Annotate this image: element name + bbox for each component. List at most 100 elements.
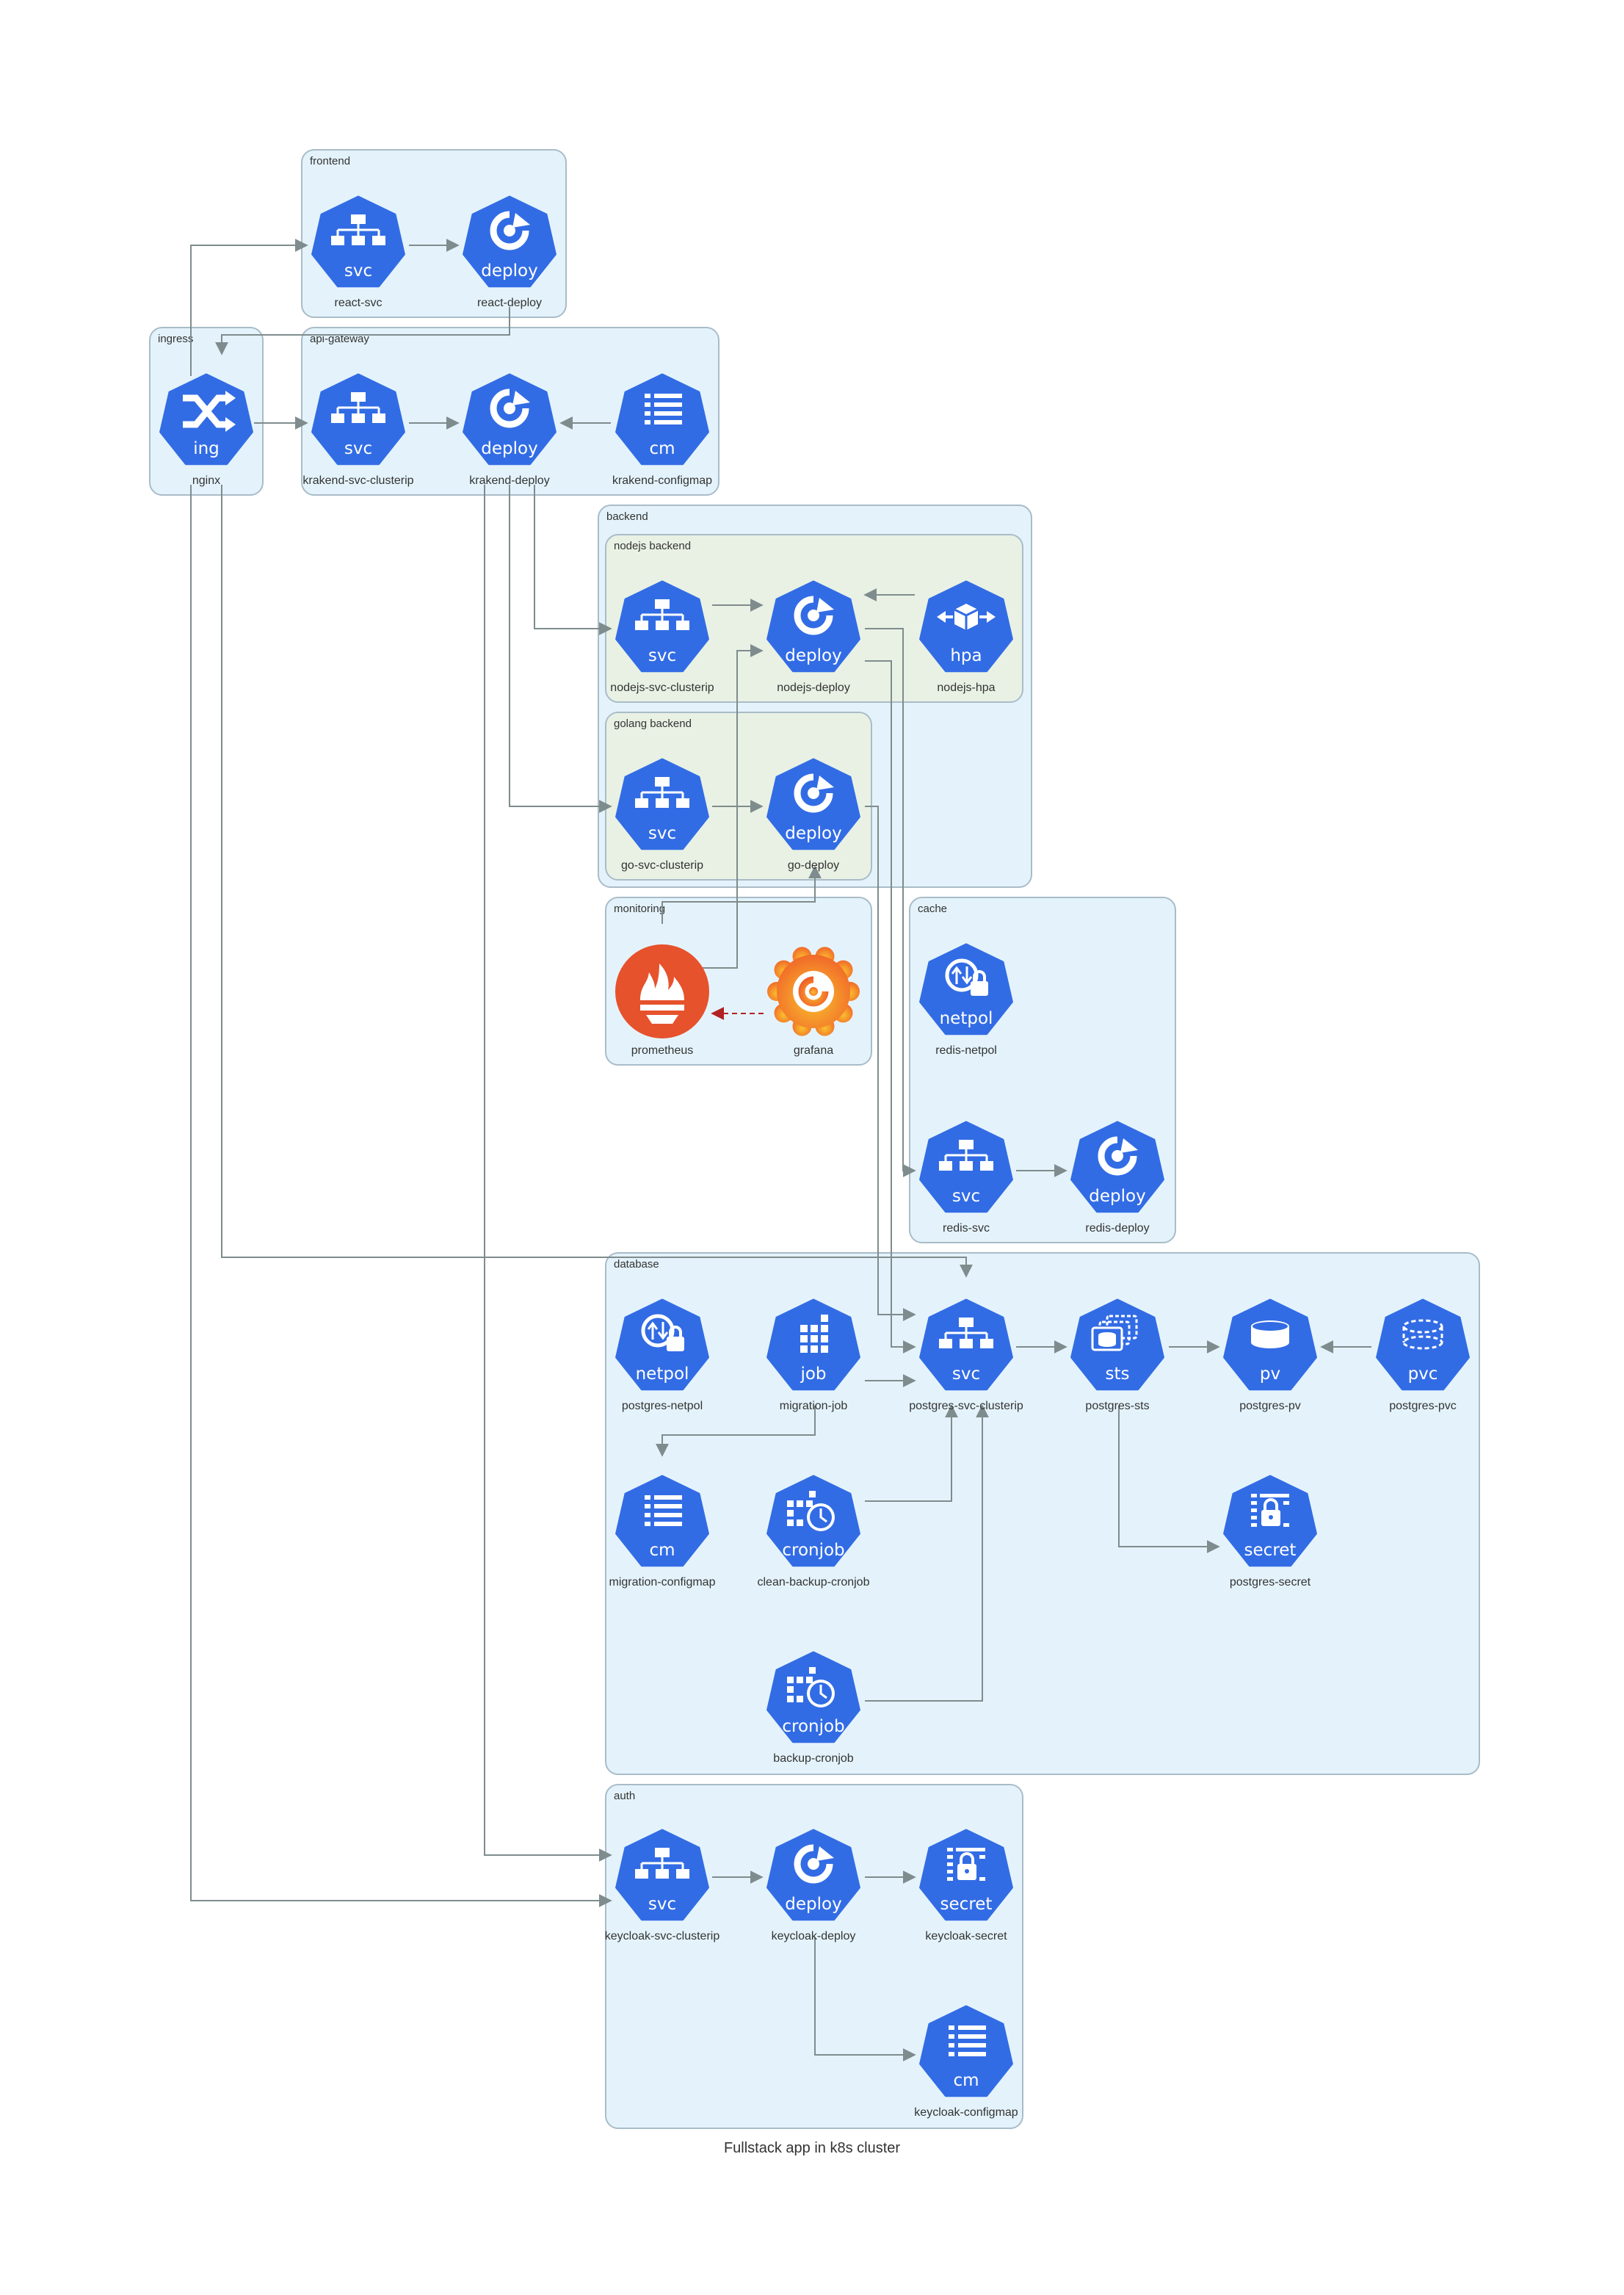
svg-text:secret: secret bbox=[940, 1895, 993, 1914]
cluster-database: database bbox=[605, 1252, 1480, 1775]
cluster-label: auth bbox=[614, 1790, 636, 1802]
configmap-icon: cm bbox=[615, 373, 709, 466]
service-icon: svc bbox=[615, 758, 709, 850]
node-postgres-netpol[interactable]: netpol postgres-netpol bbox=[611, 1298, 714, 1423]
node-label: krakend-configmap bbox=[612, 474, 713, 487]
edge-nginx-react-svc bbox=[190, 239, 308, 376]
node-backup-cronjob[interactable]: cronjob backup-cronjob bbox=[762, 1651, 865, 1776]
cluster-label: frontend bbox=[310, 155, 351, 167]
node-krakend-configmap[interactable]: cm krakend-configmap bbox=[611, 373, 714, 498]
service-icon: svc bbox=[311, 195, 405, 288]
deployment-icon: deploy bbox=[1070, 1121, 1164, 1213]
node-go-svc[interactable]: svc go-svc-clusterip bbox=[611, 758, 714, 883]
node-label: keycloak-secret bbox=[925, 1930, 1007, 1942]
secret-icon: secret bbox=[1223, 1475, 1317, 1567]
edge-prometheus-nodejs-deploy bbox=[690, 644, 764, 969]
node-label: migration-configmap bbox=[609, 1576, 716, 1589]
service-icon: svc bbox=[615, 1829, 709, 1921]
edge-nodejs-deploy-postgres-svc bbox=[865, 660, 916, 1353]
node-label: postgres-svc-clusterip bbox=[909, 1400, 1023, 1412]
node-redis-netpol[interactable]: netpol redis-netpol bbox=[915, 943, 1018, 1068]
network-policy-icon: netpol bbox=[615, 1298, 709, 1391]
node-label: grafana bbox=[793, 1044, 834, 1057]
node-grafana[interactable]: grafana bbox=[762, 943, 865, 1068]
node-prometheus[interactable]: prometheus bbox=[611, 943, 714, 1068]
edge-postgres-sts-postgres-secret bbox=[1118, 1406, 1220, 1553]
node-label: postgres-netpol bbox=[621, 1400, 703, 1412]
svg-text:pv: pv bbox=[1260, 1365, 1280, 1384]
grafana-icon bbox=[767, 947, 860, 1036]
node-migration-configmap[interactable]: cm migration-configmap bbox=[609, 1475, 715, 1600]
svg-text:hpa: hpa bbox=[950, 646, 982, 665]
svg-text:cm: cm bbox=[649, 1541, 675, 1560]
edge-react-deploy-nginx bbox=[215, 307, 510, 355]
ingress-icon: ing bbox=[159, 373, 253, 466]
node-keycloak-deploy[interactable]: deploy keycloak-deploy bbox=[762, 1829, 865, 1954]
node-keycloak-secret[interactable]: secret keycloak-secret bbox=[915, 1829, 1018, 1954]
deployment-icon: deploy bbox=[766, 758, 860, 850]
edge-nodejs-deploy-redis-svc bbox=[865, 628, 916, 1177]
svg-text:deploy: deploy bbox=[1089, 1187, 1145, 1206]
node-nodejs-deploy[interactable]: deploy nodejs-deploy bbox=[762, 580, 865, 705]
cronjob-icon: cronjob bbox=[766, 1651, 860, 1743]
edge-prometheus-go-deploy bbox=[661, 865, 822, 924]
deployment-icon: deploy bbox=[463, 373, 557, 466]
svg-text:svc: svc bbox=[648, 646, 676, 665]
cluster-label: nodejs backend bbox=[614, 540, 692, 552]
persistent-volume-icon: pv bbox=[1223, 1298, 1317, 1391]
edge-go-deploy-postgres-svc bbox=[865, 806, 916, 1321]
node-label: krakend-deploy bbox=[469, 474, 550, 487]
cluster-label: golang backend bbox=[614, 718, 692, 730]
svg-text:deploy: deploy bbox=[481, 261, 537, 281]
svg-text:svc: svc bbox=[648, 824, 676, 843]
node-label: nodejs-deploy bbox=[777, 682, 850, 694]
svg-text:svc: svc bbox=[344, 439, 372, 458]
node-label: keycloak-deploy bbox=[771, 1930, 856, 1942]
cluster-label: cache bbox=[918, 903, 948, 915]
deployment-icon: deploy bbox=[766, 1829, 860, 1921]
cluster-label: api-gateway bbox=[310, 333, 369, 345]
node-redis-deploy[interactable]: deploy redis-deploy bbox=[1066, 1121, 1169, 1246]
cluster-label: database bbox=[614, 1258, 659, 1271]
node-label: redis-netpol bbox=[935, 1044, 997, 1057]
svg-text:pvc: pvc bbox=[1408, 1365, 1438, 1384]
edge-migration-job-migration-cm bbox=[656, 1406, 816, 1457]
node-label: backup-cronjob bbox=[773, 1752, 854, 1765]
svg-text:cm: cm bbox=[953, 2071, 979, 2090]
edge-clean-backup-postgres-svc bbox=[865, 1404, 958, 1502]
cluster-label: ingress bbox=[158, 333, 194, 345]
configmap-icon: cm bbox=[919, 2005, 1013, 2097]
service-icon: svc bbox=[615, 580, 709, 673]
node-nodejs-hpa[interactable]: hpa nodejs-hpa bbox=[915, 580, 1018, 705]
node-label: nodejs-hpa bbox=[937, 682, 996, 694]
node-krakend-deploy[interactable]: deploy krakend-deploy bbox=[458, 373, 561, 498]
node-label: redis-svc bbox=[942, 1222, 990, 1235]
node-label: go-svc-clusterip bbox=[620, 859, 704, 872]
svg-text:svc: svc bbox=[344, 261, 372, 281]
deployment-icon: deploy bbox=[463, 195, 557, 288]
edge-nginx-keycloak-svc bbox=[190, 485, 612, 1907]
svg-text:netpol: netpol bbox=[940, 1009, 993, 1028]
node-label: redis-deploy bbox=[1085, 1222, 1150, 1235]
deployment-icon: deploy bbox=[766, 580, 860, 673]
svg-text:cm: cm bbox=[649, 439, 675, 458]
edge-backup-cronjob-postgres-svc bbox=[865, 1404, 989, 1702]
